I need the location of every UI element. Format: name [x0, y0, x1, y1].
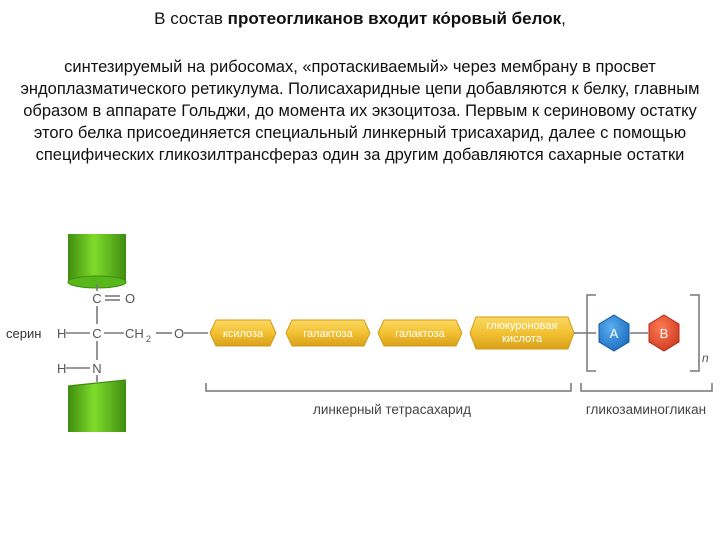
repeat-unit-a: A [598, 314, 630, 352]
linker-tetrasaccharide-label: линкерный тетрасахарид [313, 402, 471, 417]
body-paragraph: синтезируемый на рибосомах, «протаскивае… [20, 58, 700, 164]
chemical-bonds [66, 284, 208, 382]
atom-o-top: O [125, 291, 135, 306]
title-bold: протеогликанов входит ко́ровый белок [227, 9, 562, 28]
title-suffix: , [561, 9, 566, 28]
atom-h-bottom: H [57, 361, 66, 376]
core-protein-bottom [67, 379, 127, 432]
atom-c-top: C [92, 291, 101, 306]
repeat-unit-label: A [610, 326, 619, 341]
repeat-subscript-n: n [702, 351, 709, 365]
atom-ch2-subscript: 2 [146, 334, 151, 344]
sugar-glucuronic-acid: глюкуроновая кислота [469, 316, 575, 350]
repeat-brackets [574, 294, 700, 372]
sugar-galactose-1: галактоза [285, 319, 371, 347]
sugar-label-line1: глюкуроновая [487, 320, 558, 332]
sugar-xylose: ксилоза [209, 319, 277, 347]
repeat-unit-b: B [648, 314, 680, 352]
atom-h-left: H [57, 326, 66, 341]
sugar-label: галактоза [395, 328, 445, 340]
span-brackets [205, 383, 713, 392]
repeat-unit-label: B [660, 326, 669, 341]
sugar-galactose-2: галактоза [377, 319, 463, 347]
sugar-label-line2: кислота [502, 333, 543, 345]
page-title: В состав протеогликанов входит ко́ровый … [0, 8, 720, 30]
atom-n: N [92, 361, 101, 376]
atom-c-mid: C [92, 326, 101, 341]
core-protein-top [67, 234, 127, 289]
glycosaminoglycan-label: гликозаминогликан [586, 402, 706, 417]
title-prefix: В состав [154, 9, 228, 28]
atom-o-link: O [174, 326, 184, 341]
sugar-label: ксилоза [223, 328, 264, 340]
serine-label: серин [6, 326, 41, 341]
sugar-label: галактоза [303, 328, 353, 340]
atom-ch2: CH [125, 326, 144, 341]
